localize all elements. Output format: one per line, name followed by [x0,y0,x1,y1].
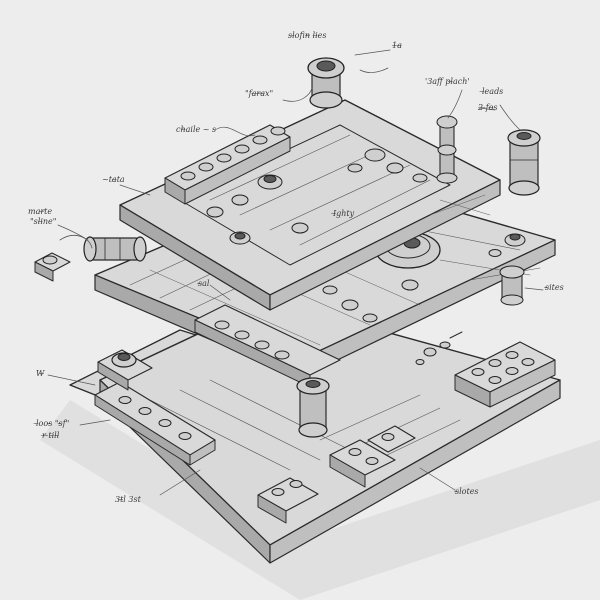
annotation-top-left: ch̶aile ~ s [176,125,217,134]
top-spool [307,57,345,109]
annotation-top-right-b: '3aff pl̶ach' [425,77,470,86]
annotation-bottom-right: s̶lotes [455,487,479,496]
annotation-mid-left-a: ~ta̶ta [102,175,125,184]
annotation-center: I̶ghty [333,209,355,218]
annotation-bottom-left: 3t̶l 3st [115,495,141,504]
annotation-mid-left-c: "sli̶ne" [30,217,57,226]
top-plate [119,99,501,311]
leader-lines [47,49,544,496]
right-floating-part [507,129,541,196]
annotation-lower-left-b: l̶oos̶ "s̶f" [36,419,70,428]
base-rail-studs [118,396,192,440]
left-widget [34,235,93,282]
base-front-blocks [257,425,416,524]
annotation-top-right-a: 1̶a̶ [392,41,402,50]
right-post [436,115,458,184]
middle-rail [194,304,341,388]
annotation-top-center: "fa̶r̶a̶x" [245,89,274,98]
annotation-lower-left-a: W̶ [36,369,45,378]
top-left-rail [164,124,291,205]
annotation-top-right-c: l̶eads [482,87,504,96]
annotation-top-knob: sl̶ofin̶ li̶es [288,31,327,40]
left-cylinder [83,236,147,262]
annotation-right: s̶ites [545,283,564,292]
base-knob-block-left [97,349,153,391]
annotation-top-right-d: 2̶ ̶fo̶s [478,103,498,112]
base-right-block [454,341,556,408]
loose-hardware [415,331,463,365]
support-post-center [296,377,330,438]
top-plate-knobs [206,148,428,245]
support-post-right [499,265,525,306]
annotation-mid-center: s̶al [198,279,210,288]
middle-plate-knobs [322,233,526,323]
annotation-lower-left-c: r̶ ̶ti̶ll̶ [42,431,60,440]
annotation-mid-left-b: mar̶te [28,207,53,216]
